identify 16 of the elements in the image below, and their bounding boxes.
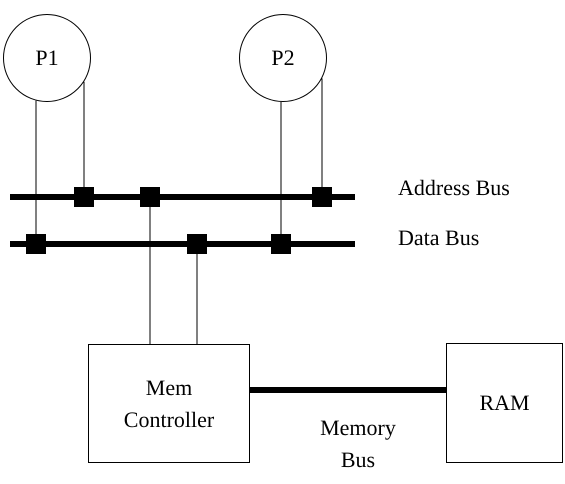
node-label: P2 xyxy=(271,44,295,72)
bus-connector xyxy=(250,387,446,393)
node-label: RAM xyxy=(479,389,530,418)
wire xyxy=(140,187,160,344)
component-box xyxy=(446,343,563,463)
wire xyxy=(187,234,207,344)
wire xyxy=(74,81,94,207)
wire xyxy=(271,101,291,254)
edge-label: Memory Bus xyxy=(319,414,397,474)
wire xyxy=(312,78,332,207)
node-label: Mem Controller xyxy=(122,374,216,434)
component-box xyxy=(88,344,250,463)
node-label: P1 xyxy=(35,44,59,72)
bus-label: Address Bus xyxy=(398,175,510,201)
bus-label: Data Bus xyxy=(398,225,480,251)
wire xyxy=(26,100,46,254)
